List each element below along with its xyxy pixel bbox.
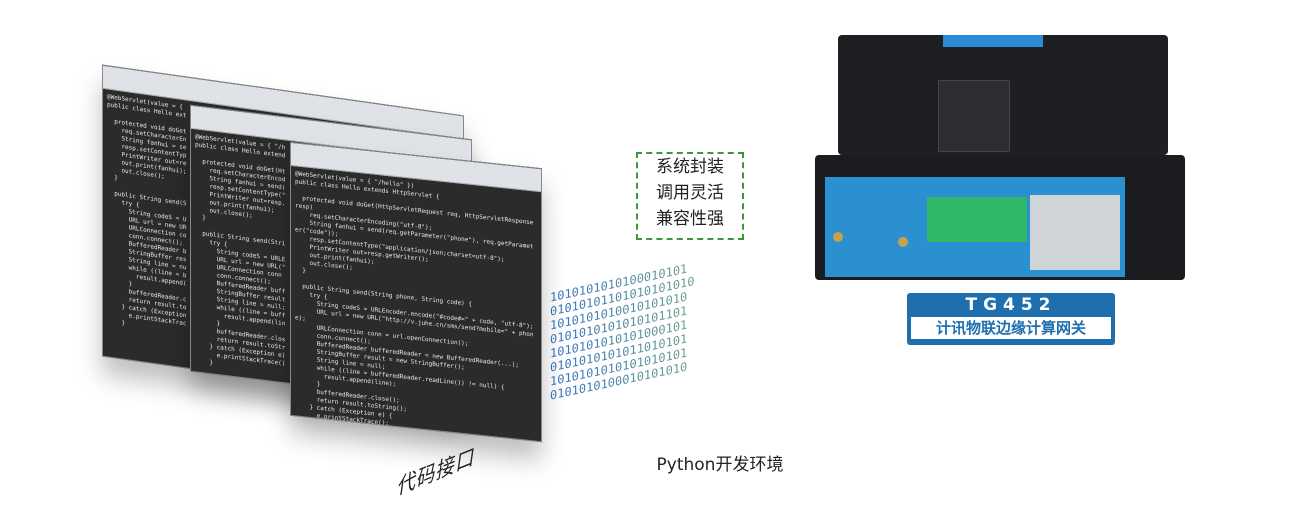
code-text: @WebServlet(value = { "/h public class H…	[195, 133, 286, 368]
code-screen-front: @WebServlet(value = { "/hello" }) public…	[290, 141, 542, 443]
code-interface-label: 代码接口	[395, 441, 478, 501]
binary-data-stream: 1010101010100010101 01010101101010101010…	[550, 233, 820, 403]
feature-item: 调用灵活	[656, 183, 724, 203]
model-name: TG452	[965, 295, 1057, 315]
device-top-label	[943, 35, 1043, 47]
device-front-panel	[825, 177, 1125, 277]
feature-item: 兼容性强	[656, 209, 724, 229]
gateway-device-top-image	[838, 35, 1168, 155]
feature-item: 系统封装	[656, 157, 724, 177]
caption: Python开发环境	[656, 455, 784, 475]
ethernet-ports	[1030, 195, 1120, 270]
gateway-device-image	[815, 155, 1185, 280]
code-text: @WebServlet(value = { public class Hello…	[107, 93, 187, 328]
feature-box: 系统封装 调用灵活 兼容性强	[636, 152, 744, 240]
model-description: 计讯物联边缘计算网关	[911, 317, 1111, 339]
terminal-block	[927, 197, 1027, 242]
antenna-connector-icon	[833, 232, 843, 242]
model-badge: TG452 计讯物联边缘计算网关	[907, 293, 1115, 345]
code-text: @WebServlet(value = { "/hello" }) public…	[295, 170, 534, 428]
antenna-connector-icon	[898, 237, 908, 247]
din-rail-clip	[938, 80, 1010, 152]
